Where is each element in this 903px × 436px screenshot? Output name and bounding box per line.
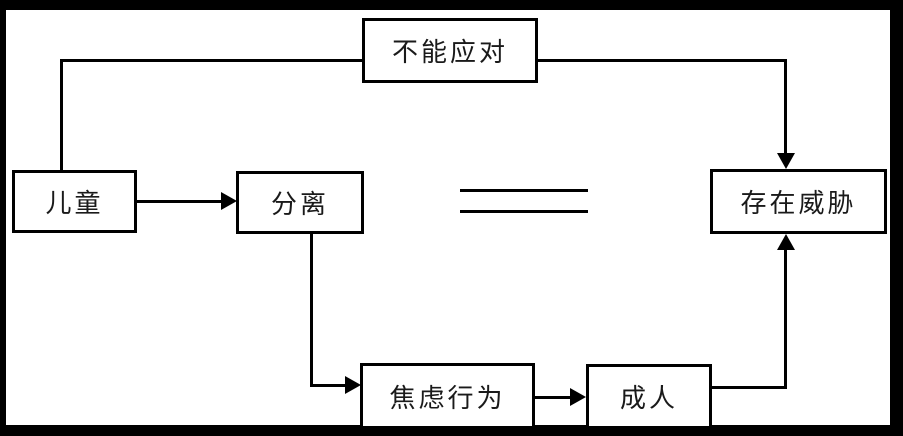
- node-threat: 存在威胁: [710, 169, 887, 234]
- node-child: 儿童: [12, 170, 137, 233]
- node-adult: 成人: [586, 364, 712, 429]
- node-cannot-cope: 不能应对: [362, 18, 538, 83]
- node-anxiety-behavior: 焦虑行为: [360, 363, 535, 429]
- node-cannot-cope-label: 不能应对: [391, 38, 508, 67]
- arrowhead-into-anxiety-behavior: [345, 376, 361, 394]
- node-separation-label: 分离: [270, 190, 329, 219]
- connector-down-to-threat: [784, 59, 787, 155]
- arrowhead-into-threat-bottom: [777, 234, 795, 250]
- frame-right-bar: [890, 0, 903, 436]
- node-threat-label: 存在威胁: [740, 189, 857, 218]
- node-child-label: 儿童: [45, 189, 104, 218]
- node-separation: 分离: [236, 171, 364, 234]
- connector-child-to-top: [60, 59, 63, 172]
- connector-separation-to-anxiety: [310, 384, 347, 387]
- connector-top-right-horizontal: [537, 59, 787, 62]
- arrowhead-into-adult: [570, 388, 586, 406]
- connector-adult-right: [712, 386, 787, 389]
- frame-bottom-bar: [0, 425, 903, 436]
- connector-adult-up-to-threat: [784, 248, 787, 389]
- frame-left-bar: [0, 0, 6, 436]
- equals-sign-bottom-line: [460, 210, 588, 213]
- arrowhead-into-separation: [221, 192, 237, 210]
- node-adult-label: 成人: [619, 384, 678, 413]
- arrowhead-into-threat-top: [777, 153, 795, 169]
- connector-top-left-horizontal: [60, 59, 364, 62]
- connector-child-to-separation: [137, 200, 223, 203]
- connector-anxiety-to-adult: [535, 396, 572, 399]
- frame-top-bar: [0, 0, 903, 10]
- equals-sign-top-line: [460, 189, 588, 192]
- connector-separation-down: [310, 232, 313, 387]
- node-anxiety-behavior-label: 焦虑行为: [389, 383, 506, 413]
